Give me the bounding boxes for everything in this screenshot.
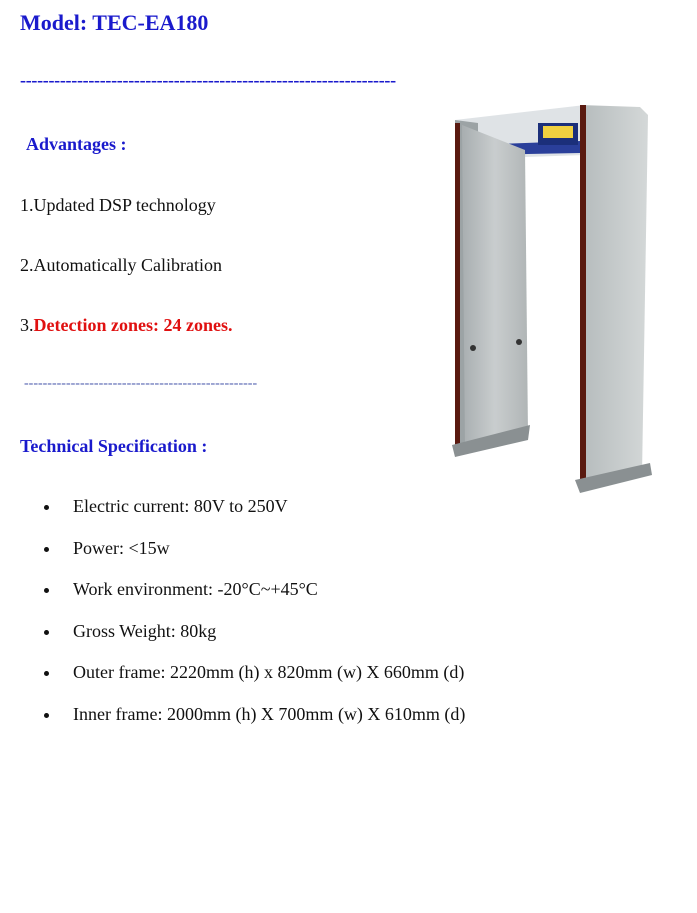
- spec-item: Outer frame: 2220mm (h) x 820mm (w) X 66…: [44, 662, 464, 683]
- advantage-item: 1.Updated DSP technology: [20, 195, 216, 215]
- advantage-item: 2.Automatically Calibration: [20, 255, 222, 275]
- separator: ----------------------------------------…: [24, 376, 258, 391]
- spec-item: Power: <15w: [44, 538, 170, 559]
- advantage-item: 3.Detection zones: 24 zones.: [20, 315, 233, 335]
- advantages-heading: Advantages :: [26, 134, 127, 154]
- spec-item: Gross Weight: 80kg: [44, 621, 216, 642]
- metal-detector-image: [452, 105, 652, 493]
- spec-item: Work environment: -20°C~+45°C: [44, 579, 318, 600]
- spec-item: Inner frame: 2000mm (h) X 700mm (w) X 61…: [44, 704, 465, 725]
- spec-heading: Technical Specification :: [20, 436, 208, 456]
- spec-item: Electric current: 80V to 250V: [44, 496, 288, 517]
- page-title: Model: TEC-EA180: [20, 10, 209, 35]
- separator: ----------------------------------------…: [20, 70, 396, 90]
